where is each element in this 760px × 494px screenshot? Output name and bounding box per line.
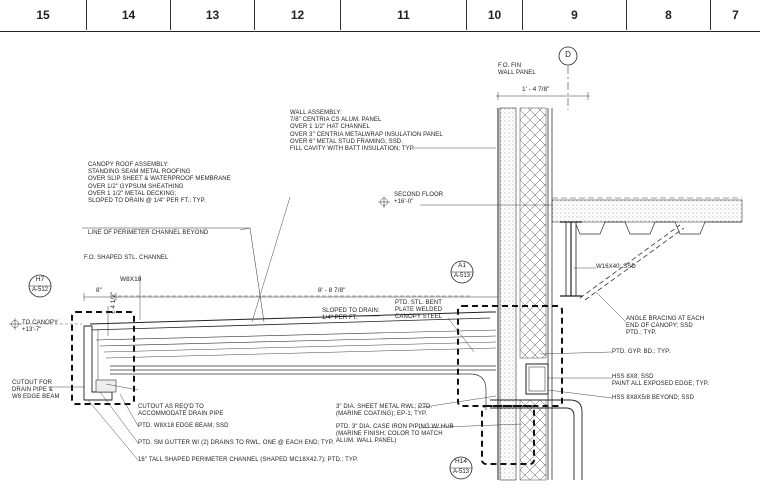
canopy-span-dimension: 8' - 8 7/8": [318, 287, 346, 294]
callout-bottom: A-513: [452, 469, 469, 475]
grid-number: 12: [254, 0, 340, 30]
wall-assembly-note: WALL ASSEMBLY: 7/8" CENTRIA CS ALUM. PAN…: [290, 110, 443, 153]
fo-shaped-channel-note: F.O. SHAPED STL. CHANNEL: [84, 255, 169, 261]
grid-number: 13: [170, 0, 254, 30]
wall-dimension: 1' - 4 7/8": [522, 86, 550, 93]
fo-fin-note: F.O. FIN WALL PANEL: [498, 63, 536, 77]
callout-bottom: A-512: [31, 287, 48, 293]
edge-beam-note: PTD. W8X18 EDGE BEAM; SSD: [138, 423, 229, 429]
hss-beyond-note: HSS 8X8X5/8 BEYOND; SSD: [612, 395, 694, 401]
gutter-note: PTD. SM GUTTER W/ (2) DRAINS TO RWL, ONE…: [138, 440, 334, 446]
callout-bottom: A-513: [453, 273, 470, 279]
canopy-roof-note: CANOPY ROOF ASSEMBLY: STANDING SEAM META…: [88, 162, 231, 205]
cutout-pipe-note: CUTOUT AS REQ'D TO ACCOMMODATE DRAIN PIP…: [138, 404, 224, 418]
w16-note: W16X40; SSD: [596, 264, 636, 270]
second-floor-elevation: SECOND FLOOR +16'-0": [394, 192, 444, 206]
cutout-drain-note: CUTOUT FOR DRAIN PIPE & W8 EDGE BEAM: [12, 380, 60, 401]
angle-bracing-note: ANGLE BRACING AT EACH END OF CANOPY; SSD…: [626, 316, 705, 337]
grid-number: 10: [466, 0, 522, 30]
canopy-elevation: TO CANOPY +13'-7": [22, 320, 59, 334]
bent-plate-note: PTD. STL. BENT PLATE WELDED CANOPY STEEL: [395, 300, 443, 321]
cast-iron-note: PTD. 3" DIA. CASE IRON PIPING W/ HUB (MA…: [336, 424, 454, 445]
grid-number: 9: [522, 0, 626, 30]
beam-label: W8X18: [120, 276, 142, 283]
gyp-board-note: PTD. GYP. BD.; TYP.: [612, 349, 671, 355]
dimension-8: 8": [96, 287, 102, 294]
callout-top: H14: [455, 458, 467, 465]
callout-top: H7: [35, 276, 45, 283]
hss-note: HSS 8X8; SSD PAINT ALL EXPOSED EDGE; TYP…: [612, 374, 709, 388]
grid-number: 8: [626, 0, 710, 30]
perimeter-beyond-note: LINE OF PERIMETER CHANNEL BEYOND: [88, 230, 209, 236]
gridline-label: D: [565, 50, 571, 59]
grid-number: 14: [86, 0, 170, 30]
grid-number: 15: [36, 8, 50, 22]
grid-number: 11: [340, 0, 466, 30]
vertical-dimension: ± 4 1/2": [110, 291, 117, 314]
grid-number: 7: [710, 0, 760, 30]
callout-top: A1: [458, 262, 466, 269]
perimeter-channel-note: 16" TALL SHAPED PERIMETER CHANNEL (SHAPE…: [138, 457, 359, 463]
slope-note: SLOPED TO DRAIN: 1/4" PER FT.: [322, 308, 380, 322]
grid-header: 15 14 13 12 11 10 9 8 7: [0, 0, 760, 32]
rwl-note: 3" DIA. SHEET METAL RWL; PTD. (MARINE CO…: [336, 404, 433, 418]
